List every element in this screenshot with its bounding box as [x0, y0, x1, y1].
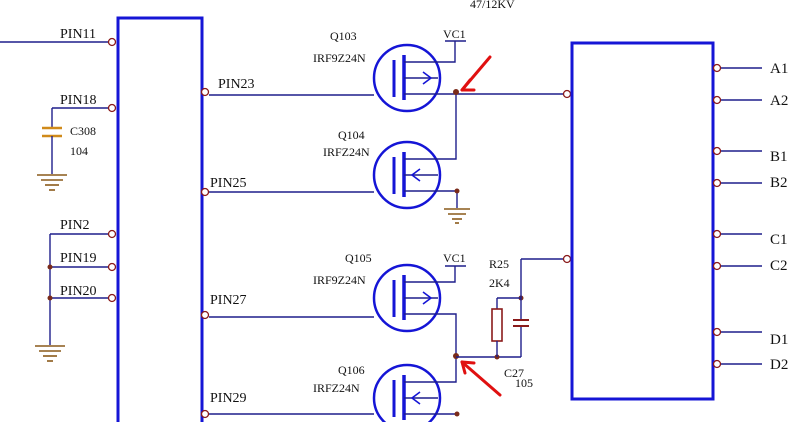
- port-b1: B1: [712, 146, 788, 165]
- pin19-label: PIN19: [60, 251, 97, 266]
- port-c1: C1: [712, 229, 788, 248]
- resistor-r25: R25 2K4: [489, 257, 510, 357]
- pin2-pin19-pin20-bus: PIN2 PIN19 PIN20: [47, 218, 117, 345]
- pin29-connection: PIN29: [200, 391, 374, 419]
- a1-label: A1: [770, 61, 788, 77]
- c2-label: C2: [770, 258, 788, 274]
- port-a2: A2: [712, 93, 788, 109]
- port-d2: D2: [712, 357, 788, 373]
- pin18-connection: PIN18: [51, 93, 117, 128]
- vc1-top-label: VC1: [443, 27, 466, 41]
- pin11-label: PIN11: [60, 27, 96, 42]
- pin23-label: PIN23: [218, 77, 255, 92]
- c308-value-label: 104: [70, 144, 88, 158]
- q103-part-label: IRF9Z24N: [313, 51, 366, 65]
- right-ic-block: [570, 41, 715, 401]
- ground-symbol-left: [35, 345, 65, 362]
- r25-ref-label: R25: [489, 257, 509, 271]
- b1-label: B1: [770, 149, 788, 165]
- port-c2: C2: [712, 258, 788, 274]
- q104-ref-label: Q104: [338, 128, 365, 142]
- c1-label: C1: [770, 232, 788, 248]
- capacitor-c27: C27 105: [504, 319, 533, 390]
- pin18-label: PIN18: [60, 93, 97, 108]
- c27-value-label: 105: [515, 376, 533, 390]
- q106-ref-label: Q106: [338, 363, 365, 377]
- left-ic-block: [116, 16, 204, 422]
- red-arrow-bottom: [460, 360, 502, 397]
- pin20-label: PIN20: [60, 284, 97, 299]
- pin11-connection: PIN11: [0, 27, 117, 47]
- q105-part-label: IRF9Z24N: [313, 273, 366, 287]
- port-d1: D1: [712, 327, 788, 348]
- half-bridge-2-wiring: VC1: [438, 251, 572, 417]
- ground-symbol-c308: [37, 174, 67, 191]
- q104-part-label: IRFZ24N: [323, 145, 370, 159]
- port-a1: A1: [712, 61, 788, 77]
- capacitor-c308: C308 104: [42, 124, 96, 174]
- pin27-label: PIN27: [210, 293, 247, 308]
- c308-ref-label: C308: [70, 124, 96, 138]
- transistor-q105: Q105 IRF9Z24N: [313, 251, 442, 333]
- pin2-label: PIN2: [60, 218, 90, 233]
- q106-part-label: IRFZ24N: [313, 381, 360, 395]
- pin29-label: PIN29: [210, 391, 247, 406]
- d1-label: D1: [770, 332, 788, 348]
- d2-label: D2: [770, 357, 788, 373]
- red-arrow-top: [460, 55, 492, 92]
- transistor-q103: Q103 IRF9Z24N: [313, 29, 442, 113]
- half-bridge-1-wiring: VC1: [438, 27, 572, 224]
- top-note-label: 47/12KV: [470, 0, 515, 11]
- c27-ref-label: C27: [504, 366, 524, 380]
- q103-ref-label: Q103: [330, 29, 357, 43]
- pin27-connection: PIN27: [200, 293, 374, 320]
- transistor-q106: Q106 IRFZ24N: [313, 363, 442, 422]
- q105-ref-label: Q105: [345, 251, 372, 265]
- transistor-q104: Q104 IRFZ24N: [323, 128, 442, 210]
- port-b2: B2: [712, 175, 788, 191]
- pin25-label: PIN25: [210, 176, 247, 191]
- r25-value-label: 2K4: [489, 276, 510, 290]
- a2-label: A2: [770, 93, 788, 109]
- pin25-connection: PIN25: [200, 176, 374, 197]
- b2-label: B2: [770, 175, 788, 191]
- pin23-connection: PIN23: [200, 77, 374, 97]
- vc1-bottom-label: VC1: [443, 251, 466, 265]
